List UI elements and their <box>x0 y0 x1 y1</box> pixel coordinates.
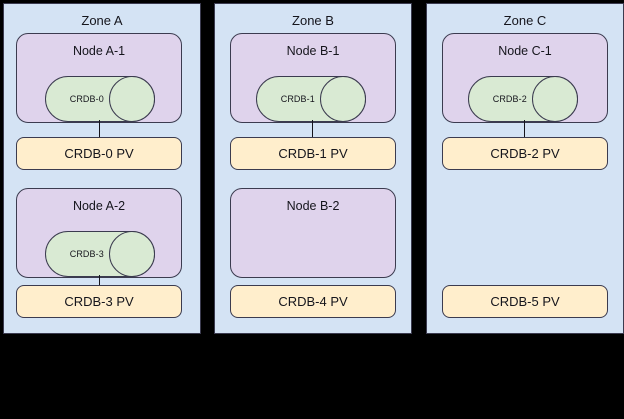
node-b-2-box[interactable]: Node B-2 <box>230 188 396 278</box>
connector-node-a-2-to-crdb-3-pv <box>99 275 100 292</box>
pv-crdb-1[interactable]: CRDB-1 PV <box>230 137 396 170</box>
database-label-crdb-2: CRDB-2 <box>492 94 527 104</box>
node-b-1-title: Node B-1 <box>286 44 340 58</box>
pv-crdb-1-label: CRDB-1 PV <box>278 146 348 161</box>
connector-node-b-1-to-crdb-1-pv <box>312 120 313 137</box>
connector-node-c-1-to-crdb-2-pv <box>524 120 525 137</box>
database-cylinder-crdb-1[interactable]: CRDB-1 <box>256 76 366 122</box>
database-label-crdb-1: CRDB-1 <box>280 94 315 104</box>
pv-crdb-2-label: CRDB-2 PV <box>490 146 560 161</box>
node-a-1-title: Node A-1 <box>72 44 126 58</box>
connector-node-a-1-to-crdb-0-pv <box>99 120 100 137</box>
node-b-2-title: Node B-2 <box>286 199 340 213</box>
pv-crdb-5-label: CRDB-5 PV <box>490 294 560 309</box>
database-cylinder-crdb-0[interactable]: CRDB-0 <box>45 76 155 122</box>
zone-b-title: Zone B <box>292 13 334 28</box>
pv-crdb-2[interactable]: CRDB-2 PV <box>442 137 608 170</box>
pv-crdb-0-label: CRDB-0 PV <box>64 146 134 161</box>
node-c-1-title: Node C-1 <box>498 44 552 58</box>
database-cylinder-crdb-2[interactable]: CRDB-2 <box>468 76 578 122</box>
pv-crdb-0[interactable]: CRDB-0 PV <box>16 137 182 170</box>
pv-crdb-4[interactable]: CRDB-4 PV <box>230 285 396 318</box>
pv-crdb-3-label: CRDB-3 PV <box>64 294 134 309</box>
zone-a-title: Zone A <box>81 13 123 28</box>
database-cylinder-crdb-3[interactable]: CRDB-3 <box>45 231 155 277</box>
zone-c-title: Zone C <box>503 13 547 28</box>
database-label-crdb-0: CRDB-0 <box>69 94 104 104</box>
database-label-crdb-3: CRDB-3 <box>69 249 104 259</box>
pv-crdb-5[interactable]: CRDB-5 PV <box>442 285 608 318</box>
pv-crdb-4-label: CRDB-4 PV <box>278 294 348 309</box>
pv-crdb-3[interactable]: CRDB-3 PV <box>16 285 182 318</box>
node-a-2-title: Node A-2 <box>72 199 126 213</box>
